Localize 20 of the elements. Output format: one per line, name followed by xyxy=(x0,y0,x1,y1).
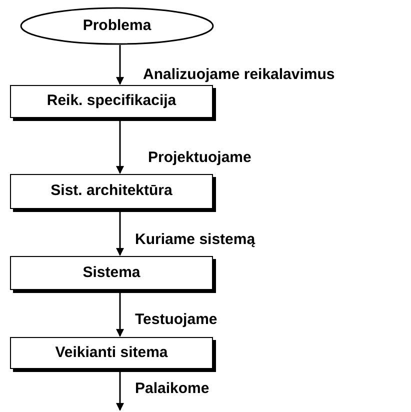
node-label: Veikianti sitema xyxy=(55,342,168,363)
edge-label: Projektuojame xyxy=(148,148,252,168)
edge-label: Analizuojame reikalavimus xyxy=(143,65,335,85)
node-label: Problema xyxy=(82,16,152,36)
process-box xyxy=(10,337,213,369)
arrow xyxy=(116,372,124,411)
node-label: Sistema xyxy=(82,262,140,283)
process-box xyxy=(10,256,213,290)
arrow xyxy=(116,293,124,337)
process-box xyxy=(10,174,213,209)
process-box xyxy=(10,85,213,118)
arrow xyxy=(116,45,124,85)
arrow xyxy=(116,212,124,256)
edge-label: Testuojame xyxy=(135,310,218,330)
edge-label: Kuriame sistemą xyxy=(135,230,256,250)
node-label: Reik. specifikacija xyxy=(46,91,176,112)
node-label: Sist. architektūra xyxy=(50,181,172,202)
edge-label: Palaikome xyxy=(135,379,210,399)
terminal-ellipse xyxy=(20,7,214,45)
arrow xyxy=(116,121,124,174)
